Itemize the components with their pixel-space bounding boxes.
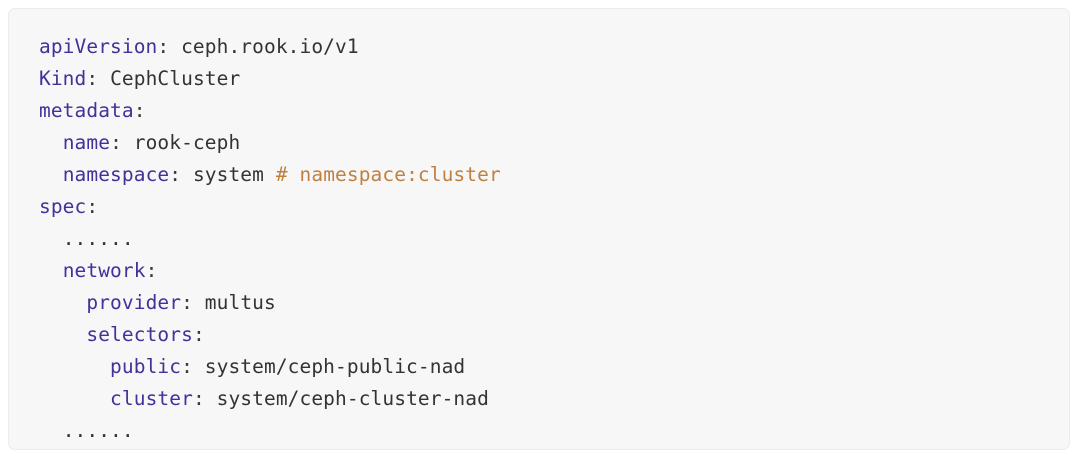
- yaml-key: provider: [86, 291, 182, 314]
- yaml-colon: :: [169, 163, 193, 186]
- code-indent: [39, 323, 86, 346]
- yaml-key: spec: [39, 195, 87, 218]
- yaml-comment: # namespace:cluster: [275, 163, 501, 186]
- code-line: apiVersion: ceph.rook.io/v1: [39, 31, 1069, 63]
- yaml-key: Kind: [39, 67, 87, 90]
- yaml-value: system/ceph-public-nad: [204, 355, 466, 378]
- yaml-colon: :: [133, 99, 146, 122]
- code-line: namespace: system # namespace:cluster: [39, 159, 1069, 191]
- code-line: ......: [39, 223, 1069, 255]
- code-indent: [39, 227, 63, 250]
- code-line: metadata:: [39, 95, 1069, 127]
- yaml-key: apiVersion: [39, 35, 158, 58]
- code-line: provider: multus: [39, 287, 1069, 319]
- yaml-colon: :: [181, 291, 205, 314]
- yaml-ellipsis: ......: [62, 419, 134, 442]
- yaml-value: system: [192, 163, 276, 186]
- code-line: spec:: [39, 191, 1069, 223]
- code-indent: [39, 355, 110, 378]
- yaml-value: system/ceph-cluster-nad: [216, 387, 489, 410]
- yaml-colon: :: [110, 131, 134, 154]
- code-indent: [39, 259, 63, 282]
- yaml-colon: :: [192, 387, 217, 410]
- code-line: public: system/ceph-public-nad: [39, 351, 1069, 383]
- code-line: network:: [39, 255, 1069, 287]
- yaml-key: cluster: [110, 387, 193, 410]
- code-line: selectors:: [39, 319, 1069, 351]
- yaml-colon: :: [157, 35, 182, 58]
- yaml-key: metadata: [39, 99, 134, 122]
- yaml-value: multus: [204, 291, 276, 314]
- yaml-colon: :: [181, 355, 205, 378]
- code-line: ......: [39, 415, 1069, 447]
- yaml-value: CephCluster: [110, 67, 241, 90]
- code-indent: [39, 419, 63, 442]
- yaml-value: ceph.rook.io/v1: [181, 35, 359, 58]
- code-indent: [39, 163, 63, 186]
- yaml-key: network: [62, 259, 146, 282]
- code-indent: [39, 387, 110, 410]
- yaml-colon: :: [86, 195, 99, 218]
- code-indent: [39, 291, 86, 314]
- yaml-key: name: [62, 131, 111, 154]
- yaml-key: public: [110, 355, 182, 378]
- yaml-key: namespace: [62, 163, 170, 186]
- yaml-value: rook-ceph: [133, 131, 241, 154]
- code-line: name: rook-ceph: [39, 127, 1069, 159]
- code-line: cluster: system/ceph-cluster-nad: [39, 383, 1069, 415]
- code-indent: [39, 131, 63, 154]
- yaml-key: selectors: [86, 323, 193, 346]
- yaml-colon: :: [192, 323, 205, 346]
- yaml-colon: :: [145, 259, 158, 282]
- yaml-ellipsis: ......: [62, 227, 134, 250]
- code-line: Kind: CephCluster: [39, 63, 1069, 95]
- yaml-colon: :: [86, 67, 111, 90]
